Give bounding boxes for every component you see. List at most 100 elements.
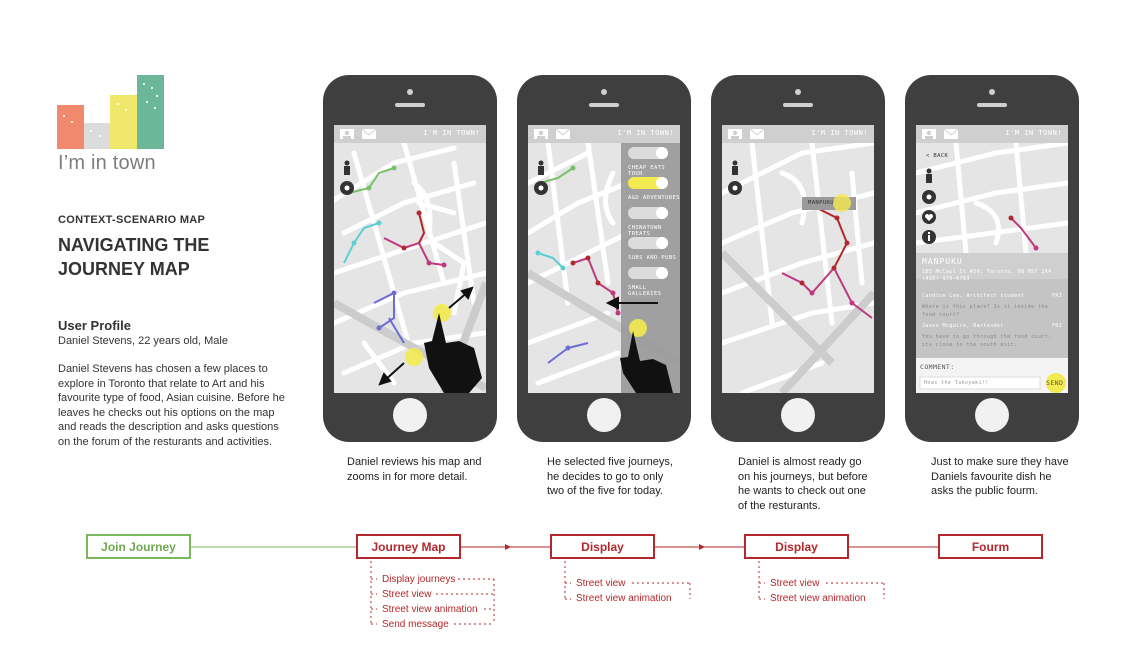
hand-gesture-icon [620,331,673,393]
journey-map[interactable] [334,143,486,393]
camera [795,89,801,95]
place-pin-label[interactable]: MANPUKU [808,200,834,206]
person-icon[interactable] [732,160,738,176]
flow-sub-item: Street view animation [382,604,478,615]
speaker [395,103,425,107]
info-icon[interactable] [922,230,936,244]
speaker [783,103,813,107]
person-icon[interactable] [926,168,932,184]
profile-icon[interactable] [534,129,548,139]
speaker [589,103,619,107]
flow-sub-item: Display journeys [382,574,456,585]
caption-3: Daniel is almost ready go on his journey… [738,456,868,512]
flow-connectors [191,544,938,625]
context-label: CONTEXT-SCENARIO MAP [58,214,206,226]
phone-screen: I'M IN TOWN! [334,125,486,393]
mail-icon[interactable] [944,129,958,139]
status-bar: I'M IN TOWN! [722,125,874,143]
toggle-cheap-eats[interactable] [628,147,668,159]
comment-input-box[interactable] [919,376,1041,390]
swipe-arrow-icon [605,296,658,310]
status-bar: I'M IN TOWN! [334,125,486,143]
profile-icon[interactable] [340,129,354,139]
home-button[interactable] [975,398,1009,432]
toggle-subs-pubs[interactable] [628,237,668,249]
comments-panel [916,279,1068,358]
flow-display-2: Display [744,534,849,559]
comment-day: FRI [1052,323,1063,329]
profile-icon[interactable] [922,129,936,139]
send-button[interactable]: SEND [1046,379,1064,387]
comment-day: FRI [1052,293,1063,299]
flow-display-1: Display [550,534,655,559]
flow-journey-map: Journey Map [356,534,461,559]
profile-icon[interactable] [728,129,742,139]
flow-sub-item: Send message [382,619,449,630]
home-button[interactable] [587,398,621,432]
locate-icon[interactable] [340,181,354,195]
back-button[interactable]: < BACK [926,153,949,159]
menu-item-label: SMALL GALLERIES [628,285,662,297]
brand-name: I’m in town [58,152,156,174]
mail-icon[interactable] [556,129,570,139]
flow-sub-item: Street view [770,578,820,589]
hand-gesture-icon [424,313,482,393]
phone-1: I'M IN TOWN! [323,75,497,442]
home-button[interactable] [393,398,427,432]
locate-icon[interactable] [534,181,548,195]
place-address: 105 McCaul St #29, Toronto, ON M5T 2X4 [922,269,1052,275]
flow-sub-item: Street view animation [576,593,672,604]
comment-author: Candice Lee, Architect student [922,293,1025,299]
send-button-bg[interactable] [1046,373,1066,393]
menu-item-label: SUBS AND PUBS [628,255,677,261]
mail-icon[interactable] [362,129,376,139]
menu-item-label: CHEAP EATS TOUR [628,165,666,177]
app-title: I'M IN TOWN! [423,129,480,137]
phone-4: I'M IN TOWN! < BACK MANPUKU 105 McCaul S… [905,75,1079,442]
comment-author: Jason Mcguire, Bartender [922,323,1004,329]
app-title: I'M IN TOWN! [811,129,868,137]
phone-screen: I'M IN TOWN! MANPUKU [722,125,874,393]
comment-text: You have to go through the food court, i… [922,334,1052,348]
caption-2: He selected five journeys, he decides to… [547,456,673,497]
app-title: I'M IN TOWN! [1005,129,1062,137]
phone-screen: I'M IN TOWN! < BACK MANPUKU 105 McCaul S… [916,125,1068,393]
journey-map[interactable] [722,143,874,393]
home-button[interactable] [781,398,815,432]
menu-item-label: A&D ADVENTURES [628,195,680,201]
comment-label: COMMENT: [920,363,955,371]
flow-join-journey: Join Journey [86,534,191,559]
phone-screen: I'M IN TOWN! [528,125,680,393]
journey-map[interactable] [528,143,680,393]
pinch-arrows-icon [378,286,474,386]
comment-input[interactable]: Hows the Takoyaki!! [924,380,989,386]
place-name: MANPUKU [922,257,963,266]
caption-4: Just to make sure they have Daniels favo… [931,456,1069,497]
place-detail-map[interactable] [916,143,1068,393]
person-icon[interactable] [538,160,544,176]
status-bar: I'M IN TOWN! [528,125,680,143]
flow-sub-item: Street view animation [770,593,866,604]
camera [601,89,607,95]
profile-heading: User Profile [58,318,131,333]
place-phone: (416) 979-6763 [922,276,970,282]
camera [989,89,995,95]
person-icon[interactable] [344,160,350,176]
mail-icon[interactable] [750,129,764,139]
flow-sub-item: Street view [576,578,626,589]
phone-2: I'M IN TOWN! [517,75,691,442]
toggle-chinatown[interactable] [628,207,668,219]
menu-item-label: CHINATOWN TREATS [628,225,662,237]
toggle-ad-adventures[interactable] [628,177,668,189]
caption-1: Daniel reviews his map and zooms in for … [347,456,482,483]
flow-sub-item: Street view [382,589,432,600]
camera [407,89,413,95]
app-title: I'M IN TOWN! [617,129,674,137]
toggle-small-galleries[interactable] [628,267,668,279]
heart-icon[interactable] [922,210,936,224]
locate-icon[interactable] [728,181,742,195]
profile-description: Daniel Stevens has chosen a few places t… [58,363,285,448]
phone-3: I'M IN TOWN! MANPUKU [711,75,885,442]
locate-icon[interactable] [922,190,936,204]
comment-text: Where is this place? Is it inside the fo… [922,304,1049,318]
